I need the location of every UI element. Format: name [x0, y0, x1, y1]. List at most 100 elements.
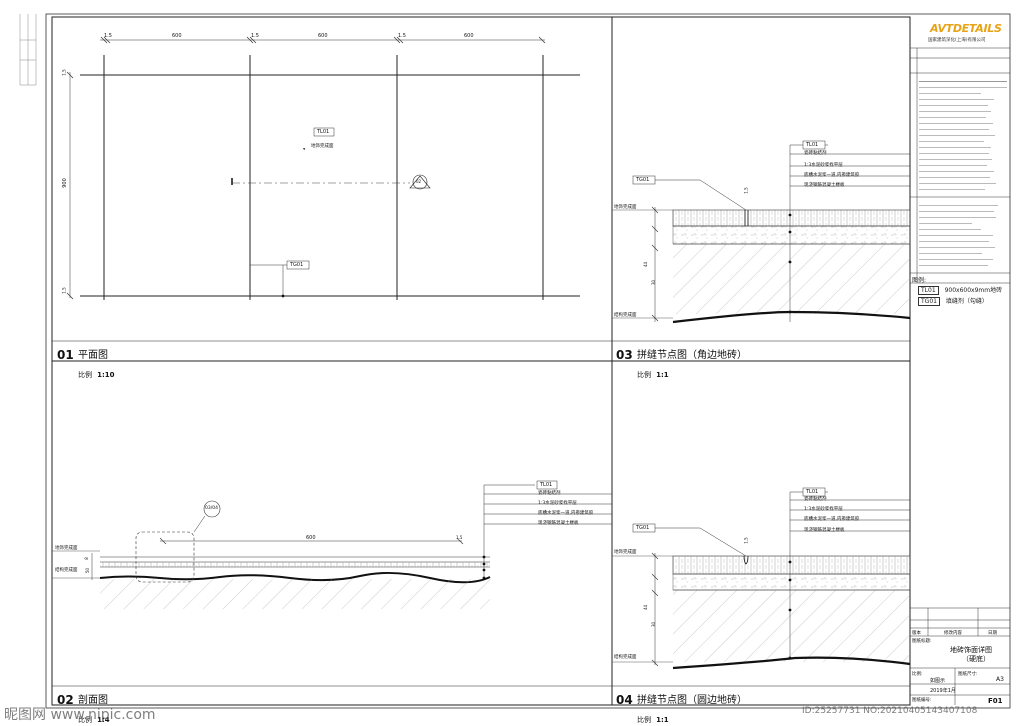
detail04-struct-label: 结构完成面	[614, 655, 637, 660]
detail03-tile-tag: TL01	[806, 142, 819, 148]
dim-text: 1.5	[398, 33, 406, 39]
view-number: 02	[57, 693, 74, 707]
detail03-layer-4: 现浇钢筋混凝土楼板	[804, 183, 845, 188]
view-title-02: 02 剖面图 比例 1:4	[57, 689, 110, 724]
view-number: 04	[616, 693, 633, 707]
dim-text: 1.5	[251, 33, 259, 39]
legend-desc: 填缝剂（勾缝）	[945, 298, 988, 305]
detail04-tile-tag: TL01	[806, 489, 819, 495]
section02-finish-label: 地饰完成面	[55, 546, 78, 551]
detail-view-04	[612, 487, 911, 670]
plan-top-dimensions: 1.5 600 1.5 600 1.5 600	[100, 33, 560, 41]
section02-joint-dim: 1.5	[456, 535, 463, 540]
view-scale-label: 比例	[637, 716, 651, 724]
detail03-struct-label: 结构完成面	[614, 313, 637, 318]
drawing-subtitle: （硬底）	[962, 655, 990, 663]
detail03-layer-2: 1:3水泥砂浆找平层	[804, 163, 843, 168]
detail03-layer-3: 底槽水泥浆一道,内掺建筑胶	[804, 173, 860, 178]
legend-desc: 900x600x9mm地砖	[944, 287, 1003, 294]
watermark-left: 昵图网 www.nipic.com	[4, 707, 156, 723]
view-title-01: 01 平面图 比例 1:10	[57, 344, 115, 379]
brand-subtitle: 国家建筑深化(上海)有限公司	[928, 38, 986, 43]
plan-left-dimension: 900	[61, 178, 68, 188]
legend-item: TG01 填缝剂（勾缝）	[918, 296, 988, 306]
view-scale-label: 比例	[78, 716, 92, 724]
view-scale: 1:1	[656, 371, 669, 379]
view-number: 01	[57, 348, 74, 362]
view-title-03: 03 拼缝节点图（角边地砖） 比例 1:1	[616, 344, 747, 379]
plan-grout-tag: TG01	[290, 262, 304, 268]
detail03-grout-tag: TG01	[636, 177, 650, 183]
legend-item: TL01 900x600x9mm地砖	[918, 285, 1003, 295]
view-scale: 1:10	[97, 371, 115, 379]
section02-struct-label: 结构完成面	[55, 568, 78, 573]
view-name: 平面图	[78, 350, 108, 361]
plan-tile-tag: TL01	[317, 129, 330, 135]
detail04-layer-3: 底槽水泥浆一道,内掺建筑胶	[804, 517, 860, 522]
view-scale: 1:4	[97, 716, 110, 724]
date-value: 2019年1月	[930, 688, 956, 694]
size-value: A3	[996, 676, 1004, 683]
plan-finish-label: 地饰完成面	[311, 144, 334, 149]
detail04-dim-v2: 30	[651, 621, 657, 628]
scale-label: 比例:	[912, 672, 923, 677]
detail04-finish-label: 地饰完成面	[614, 550, 637, 555]
detail03-dim-v1: 44	[643, 261, 649, 268]
section02-layer-3: 底槽水泥浆一道,内掺建筑胶	[538, 511, 594, 516]
detail04-dim-v1: 44	[643, 604, 649, 611]
plan-left-small-dimension-bottom: 1.5	[61, 287, 67, 294]
detail03-dim-v2: 30	[651, 279, 657, 286]
titleblock-frame	[910, 47, 1010, 705]
dim-text: 600	[172, 33, 182, 39]
plan-view: ▼	[66, 36, 580, 300]
legend-tag: TG01	[918, 297, 940, 306]
rev-col-version: 版本	[912, 631, 921, 636]
watermark-right: ID:25257731 NO:20210405143407108	[802, 706, 978, 716]
view-name: 拼缝节点图（角边地砖）	[637, 350, 747, 361]
plan-section-ref: 02	[416, 179, 422, 184]
view-name: 拼缝节点图（圆边地砖）	[637, 695, 747, 706]
view-scale: 1:1	[656, 716, 669, 724]
dim-text: 600	[318, 33, 328, 39]
view-scale-label: 比例	[637, 371, 651, 379]
dim-text: 600	[464, 33, 474, 39]
outer-border	[45, 13, 1011, 709]
detail04-grout-tag: TG01	[636, 525, 650, 531]
rev-col-date: 日期	[988, 631, 997, 636]
section02-layer-2: 1:3水泥砂浆找平层	[538, 501, 577, 506]
section-view-02	[52, 480, 612, 609]
svg-text:▼: ▼	[303, 147, 306, 151]
legend-tag: TL01	[918, 286, 939, 295]
plan-left-small-dimension-top: 1.5	[61, 69, 67, 76]
binding-margin	[19, 14, 37, 86]
detail04-joint-dim: 1.5	[743, 537, 749, 544]
section02-ref: 03/04	[205, 506, 218, 511]
legend-label: 图例:	[912, 277, 927, 284]
brand-logo: AVTDETAILS	[930, 22, 1002, 35]
section02-dim-v2: 50	[85, 567, 91, 574]
view-scale-label: 比例	[78, 371, 92, 379]
view-number: 03	[616, 348, 633, 362]
scale-value: 如图示	[930, 678, 946, 684]
section02-layer-1: 瓷砖粘结剂	[538, 491, 561, 496]
rev-col-content: 修改内容	[944, 631, 962, 636]
drawing-name: 地砖饰面详图	[950, 646, 992, 654]
detail04-layer-4: 现浇钢筋混凝土楼板	[804, 528, 845, 533]
dim-text: 1.5	[104, 33, 112, 39]
view-name: 剖面图	[78, 695, 108, 706]
section02-dim-v1: 8	[83, 557, 89, 560]
drawing-number: F01	[988, 697, 1003, 705]
drawing-name-label: 图纸标题:	[912, 639, 932, 644]
section02-span-dim: 600	[306, 535, 316, 541]
section-marker	[412, 174, 428, 190]
view-title-04: 04 拼缝节点图（圆边地砖） 比例 1:1	[616, 689, 747, 724]
detail04-layer-1: 瓷砖粘结剂	[804, 497, 827, 502]
detail03-finish-label: 地饰完成面	[614, 205, 637, 210]
section02-layer-4: 现浇钢筋混凝土楼板	[538, 521, 579, 526]
detail-view-03	[612, 140, 911, 324]
detail03-layer-1: 瓷砖粘结剂	[804, 151, 827, 156]
material-notes-block	[919, 200, 1007, 270]
detail04-layer-2: 1:3水泥砂浆找平层	[804, 507, 843, 512]
detail03-joint-dim: 1.5	[743, 187, 749, 194]
